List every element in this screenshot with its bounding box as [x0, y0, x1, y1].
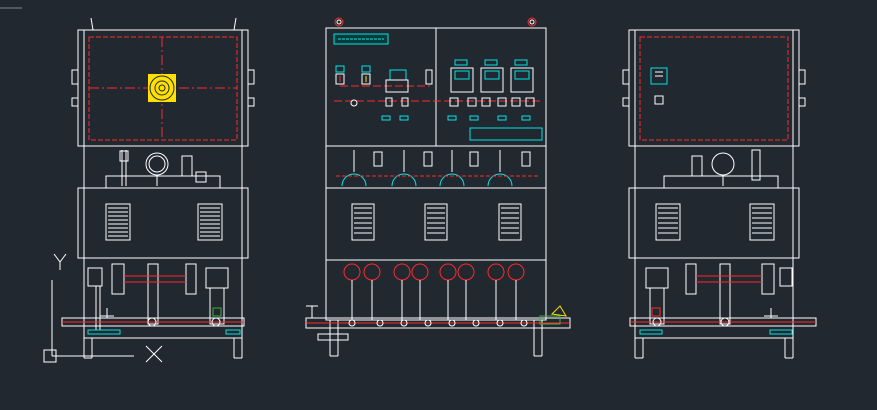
ventilation-louver-icon: [655, 203, 775, 241]
left-side-view[interactable]: [61, 17, 255, 359]
cooling-fan-icon: [148, 74, 176, 102]
front-valve-manifold: [305, 263, 571, 341]
ventilation-louver-icon: [351, 203, 522, 241]
lifting-eye-icon: [334, 17, 344, 27]
junction-box-icon: [650, 67, 668, 85]
right-side-view[interactable]: [622, 29, 817, 359]
right-control-panel: [639, 36, 789, 141]
indicator-lamps: [335, 65, 433, 121]
lifting-eye-icon: [527, 17, 537, 27]
pump-motors: [336, 150, 540, 187]
ucs-axis-icon: [43, 253, 163, 363]
right-piping: [629, 263, 817, 335]
temperature-controllers: [447, 59, 543, 141]
ventilation-louver-icon: [105, 203, 223, 241]
left-piping: [61, 263, 245, 335]
front-view[interactable]: [305, 17, 571, 357]
